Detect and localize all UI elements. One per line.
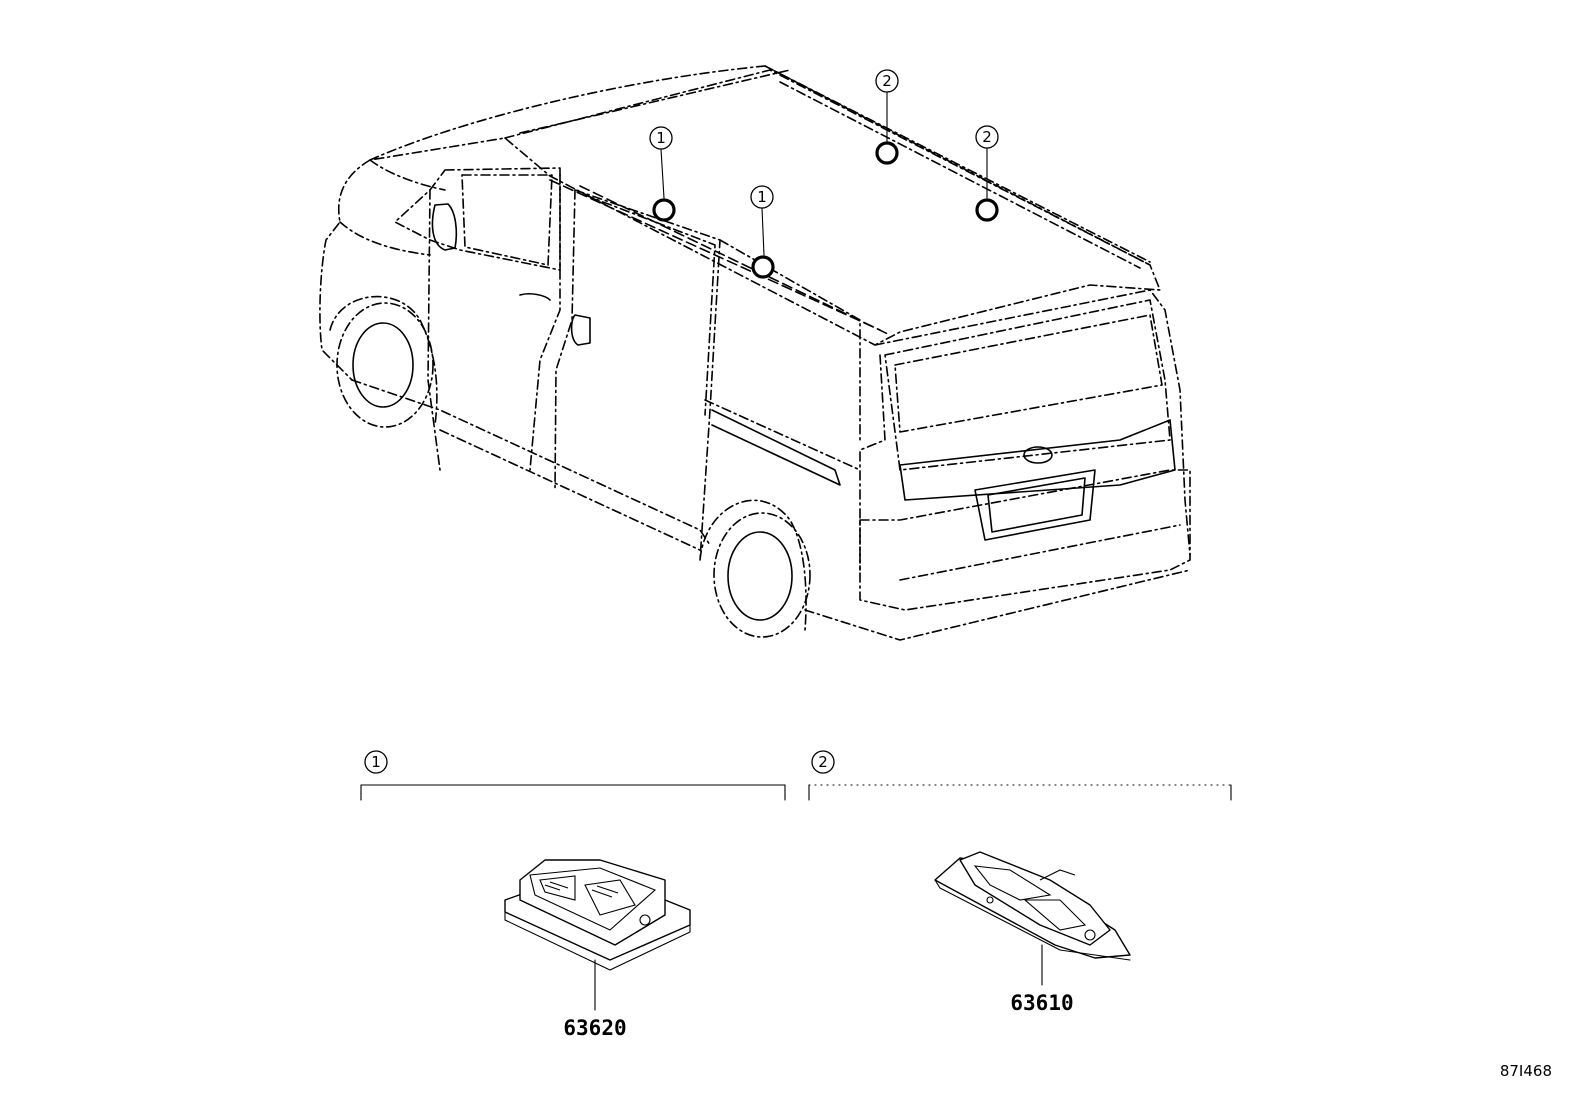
group-1-callout [364,750,388,774]
van-illustration [319,65,1191,641]
callout-label-2b: 2 [982,128,992,146]
diagram-reference-code: 87I468 [1500,1062,1552,1080]
location-point-2a [875,141,899,165]
callout-label-2a: 2 [882,72,892,90]
group-1-bracket [360,784,786,801]
callout-label-1a: 1 [656,129,666,147]
location-markers: 1 1 2 2 [649,69,999,279]
room-lamp-63610-drawing [934,851,1131,961]
part-group-2: 2 63610 [808,750,1232,1015]
location-point-2b [975,198,999,222]
location-point-1b [751,255,775,279]
callout-label-1b: 1 [757,188,767,206]
part-group-1: 1 63620 [360,750,786,1040]
location-point-1a [652,198,676,222]
map-lamp-63620-drawing [504,859,691,971]
part-number-63610: 63610 [1010,991,1073,1015]
part-number-63620: 63620 [563,1016,626,1040]
group-2-callout-label: 2 [818,753,828,771]
group-2-callout [811,750,835,774]
group-1-callout-label: 1 [371,753,381,771]
